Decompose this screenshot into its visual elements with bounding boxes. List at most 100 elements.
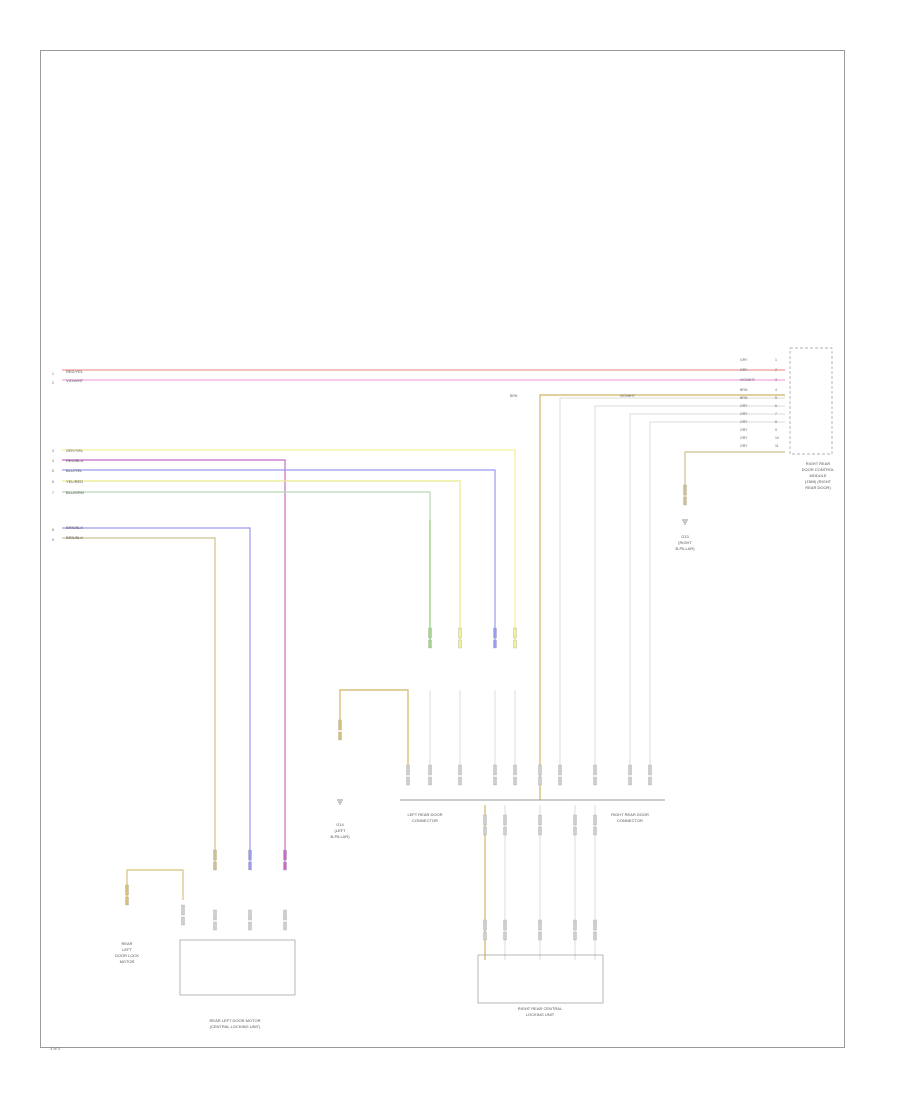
left-connector-pin [283, 849, 287, 861]
module-pin-number: 9 [775, 428, 777, 432]
wire-label: GRY/YEL [66, 448, 84, 453]
module-pin-number: 4 [775, 388, 777, 392]
module-pin-number: 3 [775, 378, 777, 382]
wire-ground-right [684, 451, 785, 500]
pin-number: 5 [52, 469, 54, 473]
wire-left-loop [126, 869, 184, 900]
left-unit-label: REAR LEFT DOOR MOTOR [210, 1018, 261, 1023]
drop-pin [503, 919, 507, 931]
module-pin-label: VIO/WHT [740, 378, 756, 382]
right-unit-label: LOCKING UNIT [526, 1012, 555, 1017]
diagram-frame [40, 50, 845, 1048]
block-pin [513, 776, 517, 786]
left-ground-connector [125, 896, 129, 906]
wire-gray [629, 413, 785, 770]
connector-left-label: CONNECTOR [412, 818, 438, 823]
module-pin-label: BRN [740, 388, 748, 392]
wire-brn-blk-2 [62, 537, 216, 870]
module-pin-number: 2 [775, 368, 777, 372]
left-unit-pin [213, 921, 217, 931]
ground-right-label: (RIGHT [678, 540, 692, 545]
drop-pin [538, 931, 542, 941]
connector-right-label: CONNECTOR [617, 818, 643, 823]
ground-left-label: DOOR LOCK [115, 953, 139, 958]
inline-connector [458, 627, 462, 639]
block-pin [458, 764, 462, 776]
block-pin [648, 776, 652, 786]
drop-pin [573, 919, 577, 931]
drop-pin [573, 826, 577, 836]
module-pin-label: BRN [740, 396, 748, 400]
ground-connector-mid [338, 719, 342, 731]
module-pin-number: 7 [775, 412, 777, 416]
drop-pin [503, 931, 507, 941]
ground-left-label: LEFT [122, 947, 132, 952]
module-pin-label: GRY [740, 412, 748, 416]
drop-pin [593, 919, 597, 931]
wire-gray [594, 405, 785, 770]
left-connector-pin [283, 861, 287, 871]
drop-pin [593, 814, 597, 826]
wire-gray [649, 421, 785, 770]
left-unit-pin [283, 909, 287, 921]
block-pin [628, 764, 632, 776]
drop-pin [483, 919, 487, 931]
module-pin-label: GRY [740, 368, 748, 372]
wire-label: BRN/BLK [66, 525, 83, 530]
wire-blu-grn [62, 491, 431, 640]
block-pin [428, 764, 432, 776]
inline-connector [428, 639, 432, 649]
module-name: MODULE [809, 473, 826, 478]
wire-yel-red [62, 480, 461, 640]
block-pin [558, 776, 562, 786]
ground-right-label: B-PILLAR) [675, 546, 695, 551]
wire-label: BLU/GRN [66, 490, 84, 495]
module-pin-number: 5 [775, 396, 777, 400]
left-connector-pin [213, 849, 217, 861]
drop-pin [538, 826, 542, 836]
module-name: RIGHT REAR [806, 461, 831, 466]
left-unit-pin [248, 909, 252, 921]
block-pin [538, 764, 542, 776]
drop-pin [503, 826, 507, 836]
wire-blu-yel [62, 469, 496, 640]
module-pin-number: 10 [775, 436, 779, 440]
ground-connector-right [683, 484, 687, 496]
wire-label: BRN/BLK [66, 535, 83, 540]
inline-connector [428, 627, 432, 639]
left-unit-pin [248, 921, 252, 931]
drop-pin [538, 814, 542, 826]
pin-number: 6 [52, 480, 54, 484]
connector-left-label: LEFT REAR DOOR [407, 812, 442, 817]
block-pin [493, 776, 497, 786]
wire-red-blu [62, 459, 286, 870]
ground-left-label: MOTOR [120, 959, 135, 964]
wire-gray [559, 397, 785, 770]
module-pin-label: GRY [740, 420, 748, 424]
wire-label: BLU/YEL [66, 468, 83, 473]
left-unit-label: (CENTRAL LOCKING UNIT) [210, 1024, 261, 1029]
left-connector-pin [248, 861, 252, 871]
inline-connector [458, 639, 462, 649]
block-pin [628, 776, 632, 786]
right-unit-label: RIGHT REAR CENTRAL [518, 1006, 563, 1011]
left-loop-pin [181, 916, 185, 926]
drop-pin [538, 919, 542, 931]
left-connector-pin [248, 849, 252, 861]
ground-mid-label: (LEFT [334, 828, 346, 833]
block-pin [593, 764, 597, 776]
module-pin-label: GRY [740, 428, 748, 432]
drop-pin [483, 931, 487, 941]
module-pin-number: 1 [775, 358, 777, 362]
block-pin [538, 776, 542, 786]
connector-right-label: RIGHT REAR DOOR [611, 812, 649, 817]
inline-connector [513, 639, 517, 649]
module-name: DOOR CONTROL [802, 467, 835, 472]
pin-number: 8 [52, 528, 54, 532]
block-pin [406, 764, 410, 776]
drop-pin [573, 931, 577, 941]
ground-mid-label: G14 [336, 822, 344, 827]
block-pin [458, 776, 462, 786]
